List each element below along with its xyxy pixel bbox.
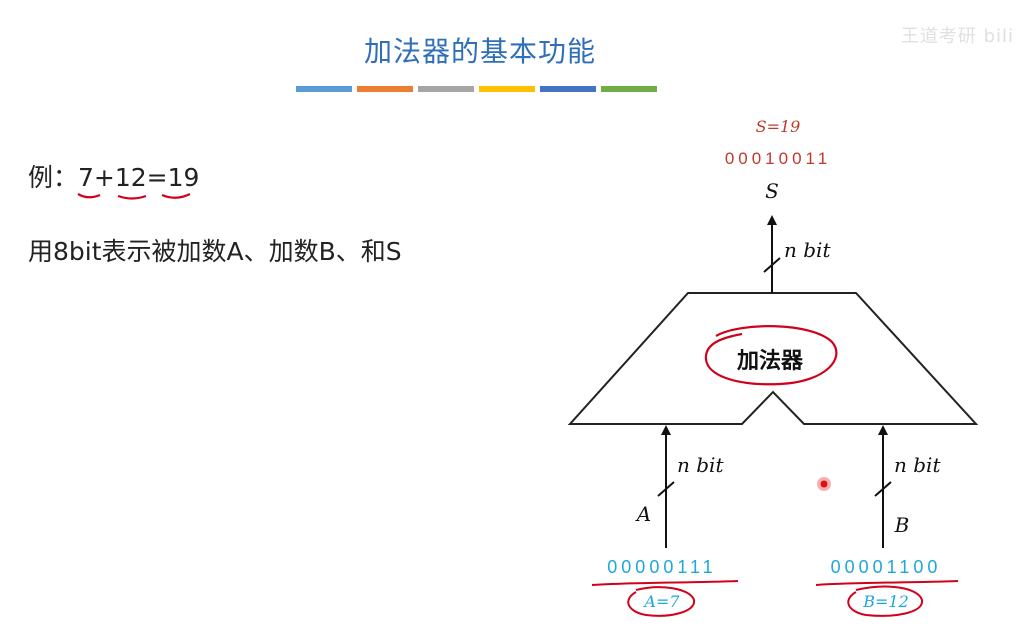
output-slash — [763, 257, 781, 273]
title-bar-1 — [296, 86, 352, 92]
underline-12 — [117, 194, 147, 200]
input-a-slash — [657, 481, 675, 497]
input-b-slash — [874, 481, 892, 497]
adder-label-circle — [704, 325, 838, 386]
underline-7 — [77, 193, 101, 199]
input-a-width-label: n bit — [677, 453, 724, 477]
adder-label: 加法器 — [736, 349, 804, 374]
output-port-label: S — [765, 179, 779, 203]
input-b-bits: 00001100 — [831, 557, 942, 577]
input-a-bits: 00000111 — [607, 557, 716, 577]
title-bar-6 — [601, 86, 657, 92]
underline-19 — [161, 193, 191, 199]
equation-underlines — [77, 193, 191, 200]
title-bar-4 — [479, 86, 535, 92]
title-bar-3 — [418, 86, 474, 92]
watermark-logo: 王道考研 bili — [900, 26, 1014, 47]
input-b-width-label: n bit — [894, 453, 941, 477]
description-line: 用8bit表示被加数A、加数B、和S — [28, 237, 402, 266]
laser-pointer-core — [820, 480, 828, 488]
input-b-bits-underline — [815, 580, 959, 586]
input-b-value-note: B=12 — [862, 592, 909, 611]
page-title: 加法器的基本功能 — [363, 35, 596, 68]
output-bits: 00010011 — [725, 149, 831, 168]
input-a-bits-underline — [591, 580, 739, 586]
title-bar-2 — [357, 86, 413, 92]
input-a-port-label: A — [635, 502, 651, 526]
input-a-value-note: A=7 — [642, 592, 680, 611]
output-value-note: S=19 — [756, 117, 801, 136]
example-equation: 7+12=19 — [78, 163, 200, 192]
title-bar-5 — [540, 86, 596, 92]
output-width-label: n bit — [784, 238, 831, 262]
input-a-note-circle — [627, 586, 695, 617]
example-line: 例：7+12=19 — [28, 158, 199, 194]
example-prefix: 例： — [28, 163, 79, 192]
adder-body — [567, 292, 979, 425]
input-b-port-label: B — [894, 513, 910, 537]
input-b-note-circle — [847, 585, 923, 617]
